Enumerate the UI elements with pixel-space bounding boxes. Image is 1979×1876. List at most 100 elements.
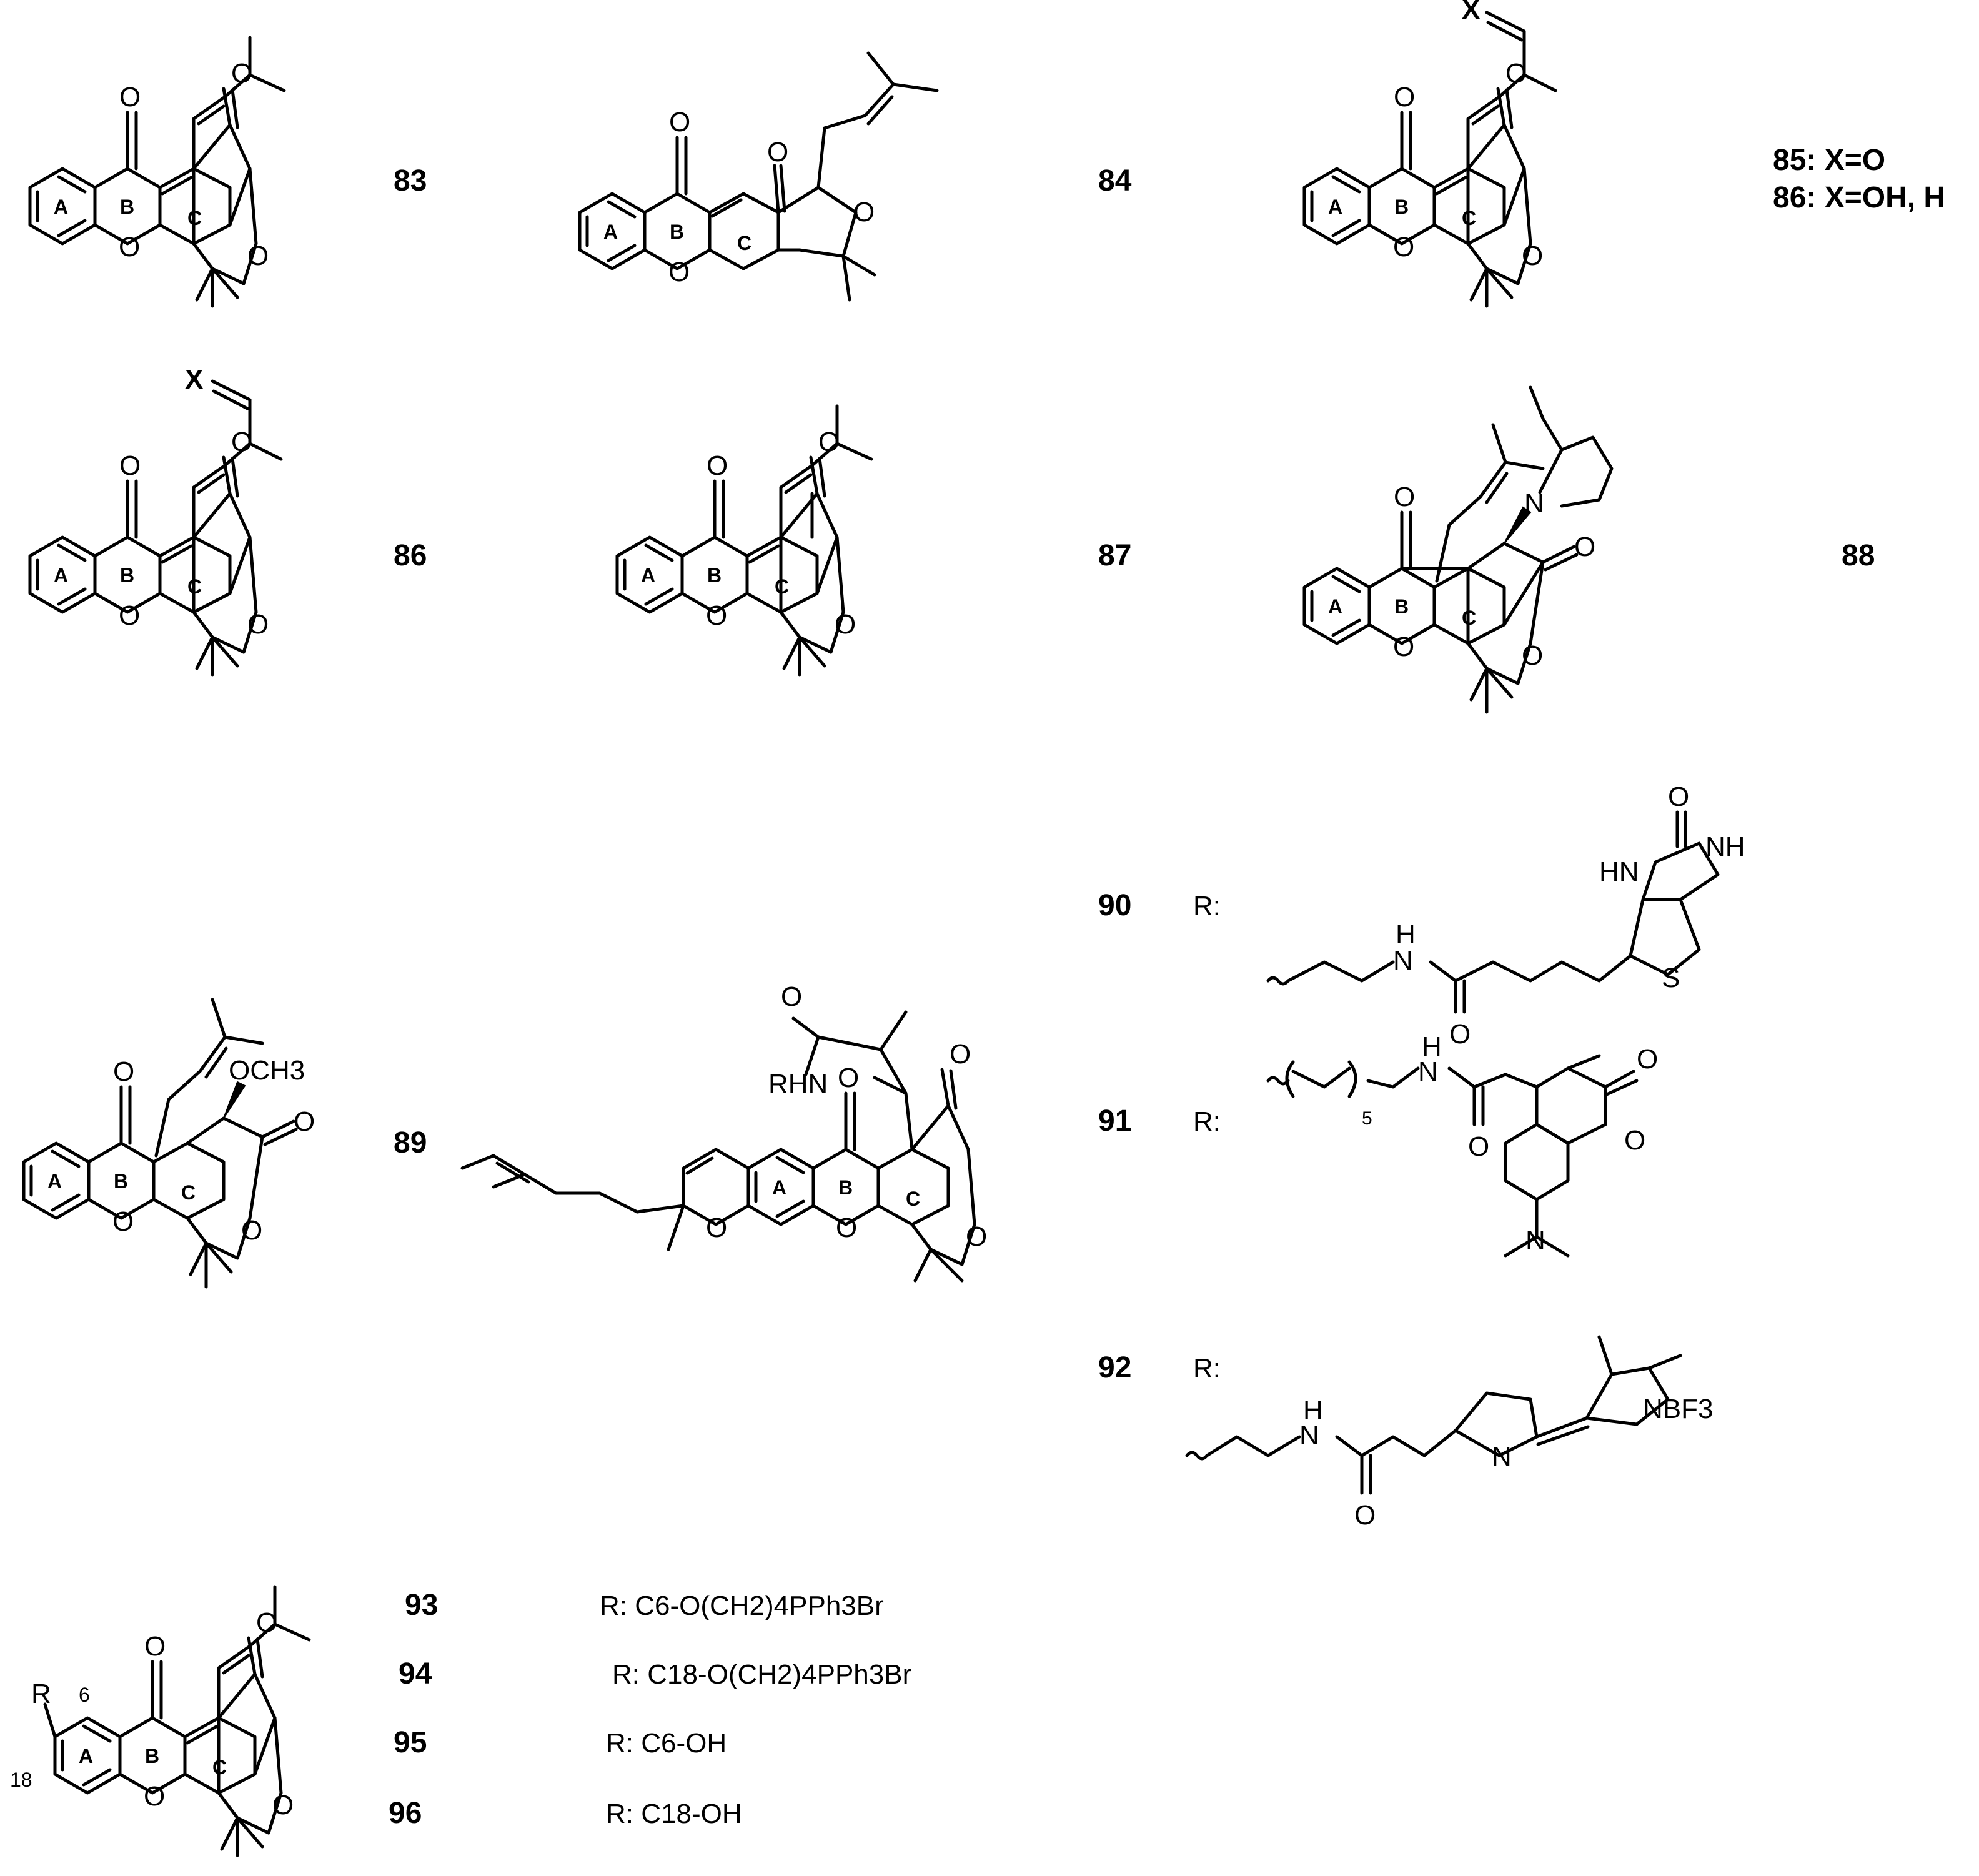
compound-84-label: 84 [1098,164,1132,197]
compound-94-r-text: R: C18-O(CH2)4PPh3Br [612,1659,911,1690]
atom-o: O [1668,782,1689,812]
atom-o: O [1522,640,1543,671]
compound-94-label: 94 [399,1657,432,1690]
structure-88: N O O O O A B C [1302,385,1614,714]
atom-o: O [119,82,141,112]
structure-85-86: X O O O O A B C [1304,0,1557,306]
atom-o: O [966,1221,987,1252]
ring-c-label: C [906,1188,920,1210]
compound-83-label: 83 [394,164,427,197]
ring-b-label: B [1394,196,1409,218]
atom-o: O [256,1607,277,1638]
atom-n: N [1525,1225,1545,1256]
atom-n: N [1393,945,1413,976]
ring-c-label: C [737,232,751,254]
ring-c-label: C [187,207,202,229]
ring-b-label: B [120,564,134,587]
ring-a-label: A [772,1176,786,1199]
atom-o: O [112,1206,134,1237]
atom-o: O [247,609,269,640]
ring-b-label: B [838,1176,853,1199]
atom-o: O [838,1063,859,1093]
atom-o: O [668,257,690,287]
atom-x: X [185,364,203,395]
structure-93-96: R 6 18 O O O O A B C [10,1587,309,1855]
ring-a-label: A [641,564,655,587]
atom-o: O [706,1213,727,1243]
atom-n: N [1418,1056,1438,1087]
atom-o: O [247,241,269,271]
atom-o: O [1393,632,1414,662]
structure-89: OCH3 O O O O A B C [22,998,315,1289]
compound-95-r-text: R: C6-OH [606,1728,727,1759]
ring-b-label: B [707,564,722,587]
compound-96-label: 96 [389,1797,422,1830]
atom-o: O [231,427,252,457]
atom-nh: NH [1705,831,1745,862]
atom-o: O [767,137,788,167]
ring-a-label: A [47,1170,62,1193]
position-6: 6 [79,1684,90,1706]
compound-86-row2-label: 86 [394,539,427,572]
compound-85-label: 85: X=O [1773,144,1885,177]
atom-o: O [669,107,690,137]
compound-92-r-prefix: R: [1193,1353,1221,1384]
atom-o: O [144,1781,165,1812]
ring-a-label: A [603,221,618,243]
atom-o: O [1449,1019,1471,1050]
atom-o: O [1624,1125,1645,1156]
repeat-count: 5 [1362,1108,1372,1129]
atom-o: O [835,609,856,640]
compound-86-label: 86: X=OH, H [1773,181,1945,214]
atom-o: O [1468,1131,1489,1162]
r-group-91: 5 N H O O O N [1266,1031,1658,1258]
ring-b-label: B [670,221,684,243]
ring-c-label: C [187,575,202,598]
compound-93-r-text: R: C6-O(CH2)4PPh3Br [600,1591,884,1621]
atom-s: S [1662,963,1680,993]
atom-h: H [1303,1395,1323,1426]
atom-n: N [1492,1441,1512,1472]
ring-a-label: A [79,1745,93,1767]
atom-h: H [1396,919,1416,950]
atom-och3: OCH3 [229,1055,305,1086]
atom-o: O [119,232,140,262]
compound-91-label: 91 [1098,1104,1131,1138]
ring-a-label: A [54,196,68,218]
atom-o: O [781,981,802,1012]
atom-rhn: RHN [768,1069,828,1099]
atom-o: O [1394,82,1415,112]
r-group-92: N H O N NBF3 [1185,1335,1713,1531]
atom-o: O [294,1106,315,1137]
compound-91-r-prefix: R: [1193,1106,1221,1137]
ring-c-label: C [212,1756,227,1779]
atom-o: O [853,197,875,227]
compound-96-r-text: R: C18-OH [606,1799,742,1829]
structure-83: O O O O A B C [30,37,284,306]
atom-o: O [1637,1044,1658,1074]
atom-o: O [241,1215,262,1246]
atom-o: O [1394,482,1415,512]
atom-x: X [1462,0,1480,25]
atom-o: O [1522,241,1543,271]
compound-90-label: 90 [1098,889,1131,922]
compound-93-label: 93 [405,1589,438,1622]
atom-r: R [31,1679,51,1709]
position-18: 18 [10,1769,32,1791]
compound-95-label: 95 [394,1726,427,1759]
compound-90-r-prefix: R: [1193,891,1221,921]
atom-o: O [272,1790,294,1820]
ring-c-label: C [1462,607,1476,629]
compound-92-label: 92 [1098,1351,1131,1384]
compound-89-label: 89 [394,1126,427,1159]
atom-o: O [950,1039,971,1070]
atom-o: O [818,427,840,457]
structure-87: O O O O A B C [617,406,871,675]
ring-b-label: B [1394,595,1409,618]
atom-nbf3: NBF3 [1643,1394,1713,1424]
atom-o: O [1505,58,1527,89]
atom-hn: HN [1599,856,1639,887]
ring-a-label: A [54,564,68,587]
ring-c-label: C [775,575,789,598]
